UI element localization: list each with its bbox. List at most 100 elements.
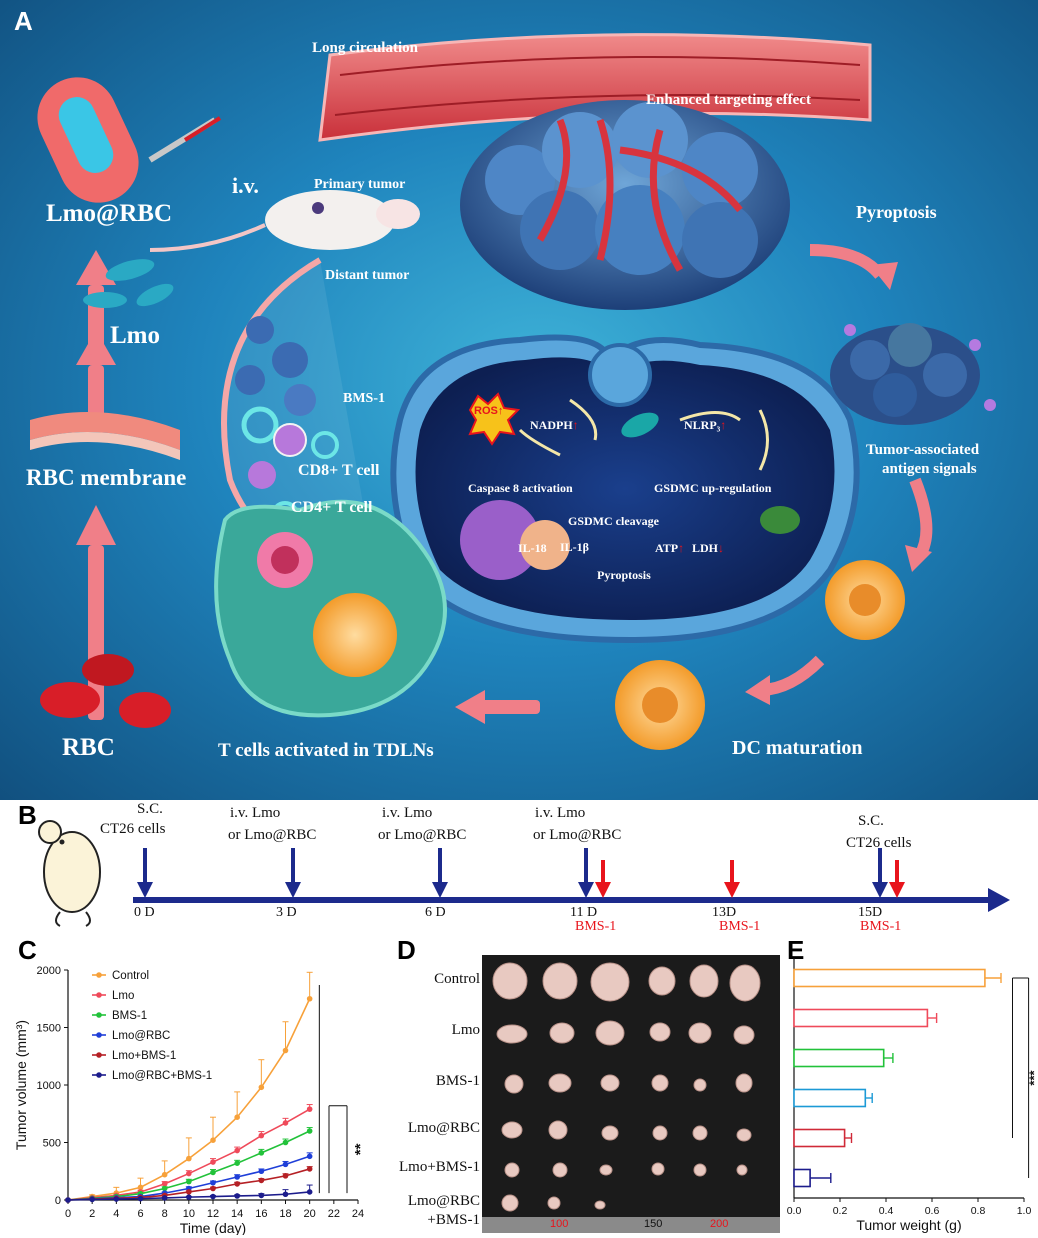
- x-tick-label-12: 24: [352, 1208, 364, 1220]
- label-distant-tumor: Distant tumor: [325, 268, 410, 283]
- x-tick-label-1: 2: [89, 1208, 95, 1220]
- data-point-2-8: [258, 1150, 265, 1156]
- label-pyroptosis-top: Pyroptosis: [856, 202, 937, 222]
- rbc-membrane-icon: [30, 412, 180, 460]
- timeline-labels: S.C. CT26 cells 0 D i.v. Lmo or Lmo@RBC …: [0, 800, 1038, 934]
- label-iv: i.v.: [232, 173, 259, 198]
- injection-arrowhead-3: [578, 882, 594, 898]
- data-point-5-8: [258, 1192, 265, 1199]
- lmo-rbc-capsule-icon: [37, 77, 222, 203]
- data-point-0-8: [258, 1084, 265, 1091]
- event-0-day: 0 D: [134, 905, 155, 920]
- legend-marker-1: [96, 992, 102, 998]
- legend-marker-2: [96, 1012, 102, 1018]
- event-2-day: 6 D: [425, 905, 446, 920]
- data-point-0-3: [137, 1184, 144, 1191]
- event-5-bms: BMS-1: [860, 919, 902, 934]
- label-gsdmc-cleavage: GSDMC cleavage: [568, 514, 659, 528]
- panel-d-letter: D: [397, 935, 416, 965]
- data-point-0-10: [306, 995, 313, 1002]
- label-dc-maturation: DC maturation: [732, 737, 863, 759]
- x-tick-label-0: 0: [65, 1208, 71, 1220]
- mouse-icon: [149, 190, 420, 252]
- bar-0: [793, 968, 986, 988]
- data-point-5-9: [282, 1191, 289, 1198]
- bar-x-tick-label-0: 0.0: [787, 1205, 802, 1217]
- row-label-bms1: BMS-1: [435, 1073, 480, 1089]
- data-point-2-7: [234, 1160, 240, 1166]
- data-point-1-6: [210, 1159, 216, 1165]
- data-point-0-4: [161, 1171, 168, 1178]
- label-long-circulation: Long circulation: [312, 40, 418, 56]
- row-label-lmo-rbc-bms1-line1: Lmo@RBC: [407, 1193, 480, 1209]
- tumor-row-labels: Control Lmo BMS-1 Lmo@RBC Lmo+BMS-1 Lmo@…: [388, 955, 480, 1235]
- data-point-4-9: [282, 1173, 289, 1179]
- injection-arrowhead-0: [137, 882, 153, 898]
- panel-a-letter: A: [14, 6, 33, 36]
- data-point-4-6: [210, 1185, 216, 1192]
- data-point-3-6: [210, 1179, 216, 1186]
- event-3-line2: or Lmo@RBC: [533, 827, 622, 843]
- panel-a-artwork: [30, 33, 996, 750]
- data-point-1-4: [161, 1181, 168, 1187]
- event-3-day: 11 D: [570, 905, 598, 920]
- x-tick-label-7: 14: [231, 1208, 243, 1220]
- event-3-line1: i.v. Lmo: [535, 805, 586, 821]
- bar-x-tick-label-4: 0.8: [971, 1205, 986, 1217]
- data-point-5-4: [161, 1195, 168, 1201]
- bar-x-tick-label-3: 0.6: [925, 1205, 940, 1217]
- panel-a-illustration: A Long circulation Enhanced targeting ef…: [0, 0, 1038, 800]
- ruler-mark-100: 100: [550, 1218, 569, 1230]
- data-point-5-1: [89, 1196, 95, 1203]
- label-nlrp3: NLRP₃↑: [684, 418, 727, 432]
- data-point-2-10: [306, 1128, 313, 1134]
- label-il1b: IL-1β: [560, 540, 589, 554]
- primary-tumor: [460, 100, 790, 310]
- label-antigen-signals: antigen signals: [882, 461, 977, 477]
- label-primary-tumor: Primary tumor: [314, 177, 406, 192]
- label-lmo: Lmo: [110, 322, 160, 349]
- y-tick-label-4: 2000: [37, 965, 61, 977]
- label-bms1: BMS-1: [343, 391, 385, 406]
- timeline-axis: [133, 897, 993, 903]
- label-ldh: LDH↓: [692, 541, 725, 555]
- data-point-0-5: [186, 1155, 192, 1162]
- data-point-5-3: [137, 1195, 144, 1202]
- label-rbc: RBC: [62, 734, 115, 761]
- label-atp: ATP↑: [655, 541, 685, 555]
- x-tick-label-5: 10: [183, 1208, 195, 1220]
- blood-vessel: [318, 33, 872, 142]
- bar-3: [793, 1088, 867, 1108]
- data-point-3-8: [258, 1168, 265, 1175]
- data-point-4-5: [186, 1189, 192, 1195]
- y-tick-label-1: 500: [43, 1138, 61, 1150]
- data-point-2-5: [186, 1178, 192, 1185]
- injection-arrowhead-2: [432, 882, 448, 898]
- event-0-line2: CT26 cells: [100, 821, 166, 837]
- bar-x-tick-label-2: 0.4: [879, 1205, 894, 1217]
- label-ros: ROS↑: [474, 405, 504, 417]
- pyroptotic-cell: [390, 334, 860, 644]
- y-tick-label-3: 1500: [37, 1023, 61, 1035]
- panel-e-letter: E: [787, 935, 805, 965]
- event-1-line2: or Lmo@RBC: [228, 827, 317, 843]
- ruler-labels: 100 150 200: [482, 1217, 780, 1233]
- event-4-day: 13D: [712, 905, 737, 920]
- row-label-lmo-bms1: Lmo+BMS-1: [399, 1159, 480, 1175]
- label-il18: IL-18: [518, 541, 547, 555]
- x-tick-label-10: 20: [304, 1208, 316, 1220]
- data-point-1-7: [234, 1147, 240, 1154]
- x-tick-label-6: 12: [207, 1208, 219, 1220]
- y-tick-label-0: 0: [55, 1195, 61, 1207]
- x-tick-label-3: 6: [137, 1208, 143, 1220]
- dendritic-cells: [615, 560, 905, 750]
- label-caspase8: Caspase 8 activation: [468, 481, 573, 495]
- event-2-line1: i.v. Lmo: [382, 805, 433, 821]
- event-4-bms: BMS-1: [719, 919, 761, 934]
- data-point-2-4: [161, 1185, 168, 1192]
- bar-x-tick-label-1: 0.2: [833, 1205, 848, 1217]
- label-rbc-membrane: RBC membrane: [26, 465, 187, 490]
- x-tick-label-11: 22: [328, 1208, 340, 1220]
- panel-b-letter: B: [18, 800, 37, 830]
